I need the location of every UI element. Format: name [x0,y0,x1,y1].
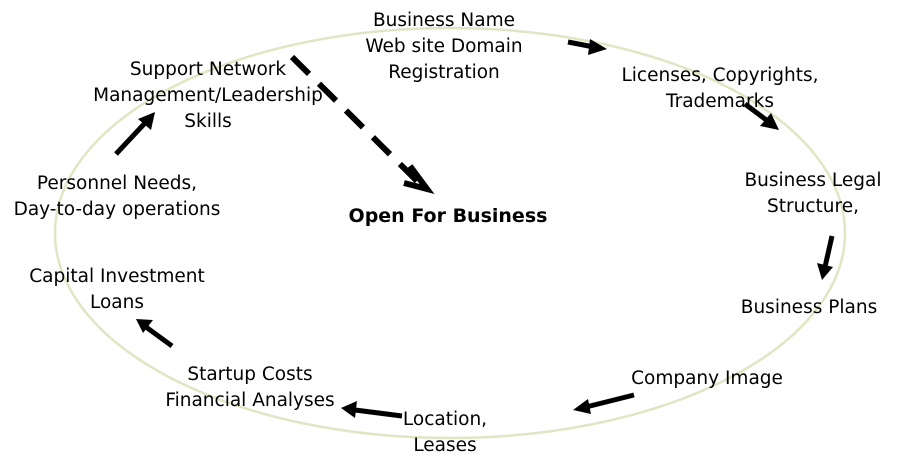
step-support-network-line-2: Management/Leadership [93,85,323,106]
arrow-licenses-to-legal [743,102,779,130]
step-legal-structure-line-1: Business Legal [744,170,882,191]
step-business-name-line-2: Web site Domain [365,36,523,57]
step-company-image-line-1: Company Image [631,368,783,389]
step-capital-line-1: Capital Investment [29,266,205,287]
arrow-legal-to-plans [817,235,835,280]
step-startup-costs-line-2: Financial Analyses [165,390,335,411]
step-licenses: Licenses, Copyrights, Trademarks [608,63,832,115]
step-business-plans-line-1: Business Plans [740,297,878,318]
step-location-line-1: Location, [402,409,488,430]
step-business-name-line-1: Business Name [372,10,516,31]
step-support-network-line-1: Support Network [129,59,287,80]
step-business-name: Business Name Web site Domain Registrati… [344,8,544,86]
arrow-image-to-location [573,392,635,414]
center-label: Open For Business [348,205,548,227]
step-startup-costs: Startup Costs Financial Analyses [155,362,345,414]
step-personnel: Personnel Needs, Day-to-day operations [5,171,229,223]
step-legal-structure-line-2: Structure, [767,196,859,217]
arrow-startup-to-capital [136,319,174,349]
step-business-plans: Business Plans [734,295,884,321]
step-location-line-2: Leases [413,435,477,456]
step-location: Location, Leases [390,407,500,459]
step-personnel-line-2: Day-to-day operations [13,199,221,220]
step-capital-line-2: Loans [89,292,144,313]
step-startup-costs-line-1: Startup Costs [187,364,313,385]
cycle-ellipse [53,26,847,440]
arrow-location-to-startup [341,401,403,419]
step-licenses-line-2: Trademarks [666,91,774,112]
step-support-network-line-3: Skills [184,111,232,132]
dashed-arrow-to-center [289,54,435,195]
arrow-personnel-to-support [114,112,155,156]
cycle-arrows [114,39,835,419]
step-company-image: Company Image [622,366,792,392]
step-legal-structure: Business Legal Structure, [738,168,888,220]
step-business-name-line-3: Registration [388,62,500,83]
step-licenses-line-1: Licenses, Copyrights, [621,65,819,86]
step-support-network: Support Network Management/Leadership Sk… [88,57,328,135]
step-personnel-line-1: Personnel Needs, [36,173,198,194]
arrow-name-to-licenses [567,39,607,55]
step-capital: Capital Investment Loans [20,264,214,316]
